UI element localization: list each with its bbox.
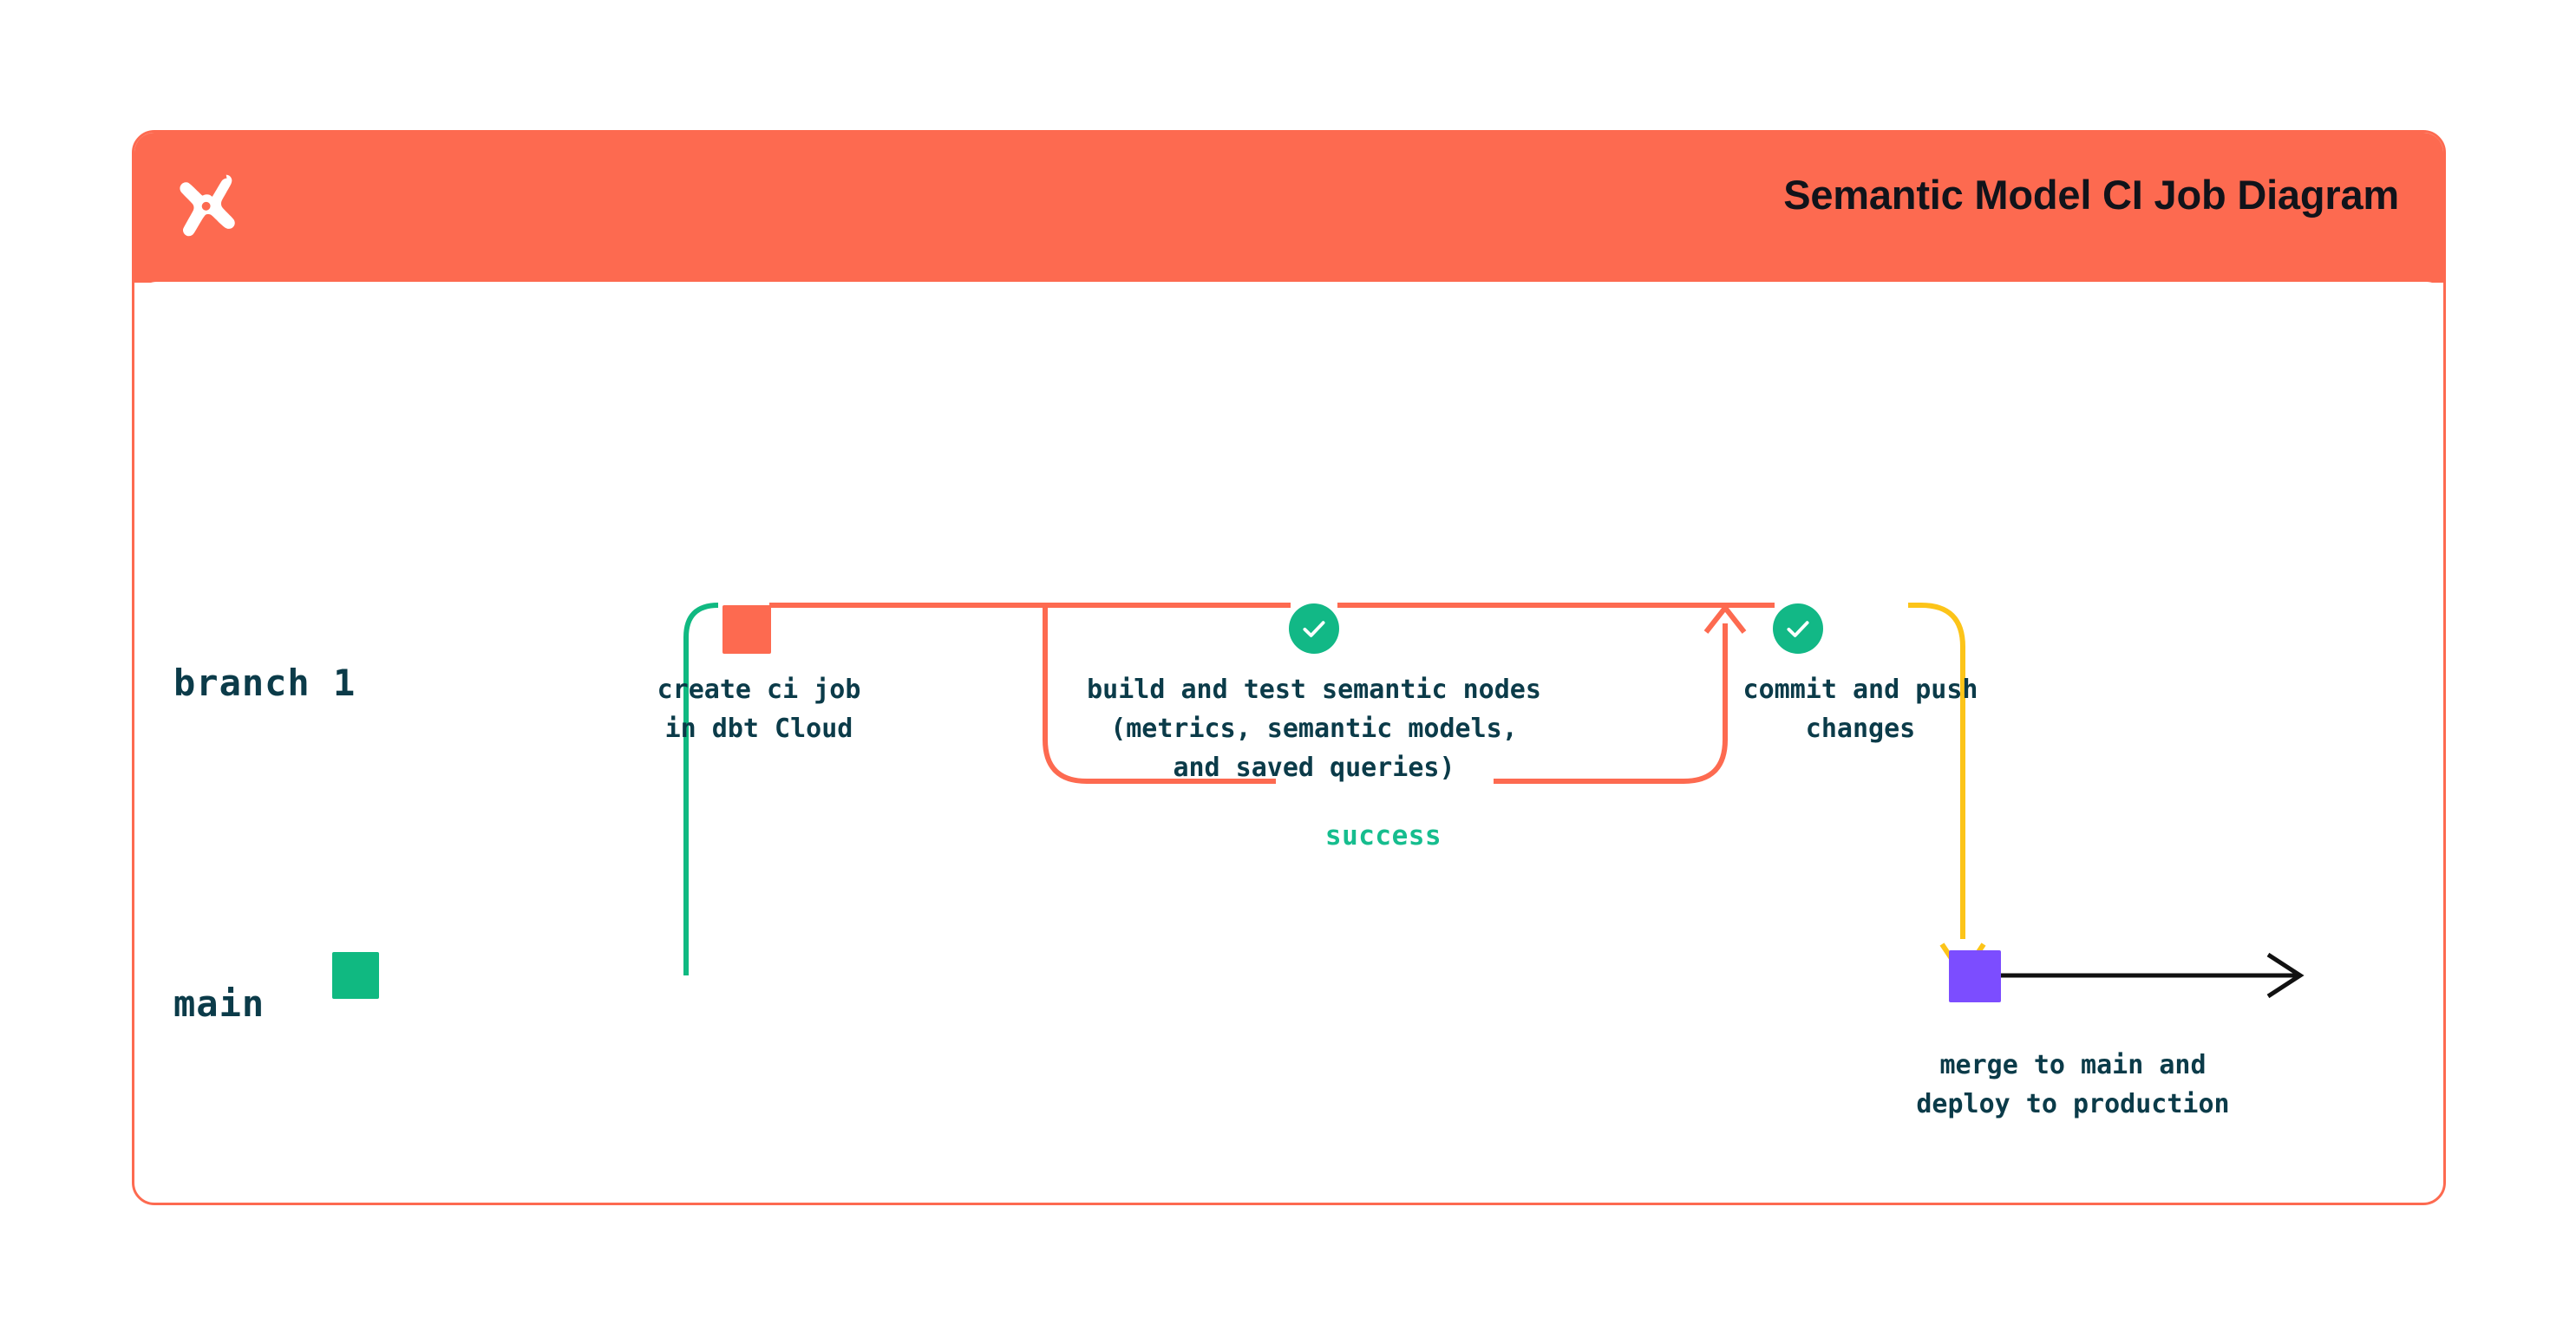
check-circle-icon-commit-and-push: [1773, 603, 1823, 654]
lane-label-branch-1: branch 1: [173, 662, 356, 704]
card-header: Semantic Model CI Job Diagram: [134, 133, 2443, 283]
edge-success-loop-right: [1494, 623, 1728, 784]
dbt-logo-icon: [168, 166, 248, 246]
header-divider: [134, 282, 2443, 316]
edge-success-loop-left: [1043, 608, 1276, 784]
main-arrowhead-icon: [2266, 952, 2305, 999]
node-caption-commit-and-push: commit and push changes: [1742, 675, 1978, 744]
lane-label-main: main: [173, 982, 265, 1025]
edge-branch-out: [683, 603, 719, 975]
edge-success-loop-arrowhead: [1703, 606, 1747, 634]
edge-merge-down: [1908, 603, 1965, 939]
commit-marker-main: [332, 952, 379, 999]
node-caption-merge-to-main: merge to main and deploy to production: [1916, 1050, 2230, 1119]
edge-label-success: success: [1324, 820, 1442, 851]
diagram-canvas: branch 1 main create ci job in dbt Cloud…: [134, 133, 2443, 1203]
diagram-wires: [374, 603, 2305, 999]
commit-marker-merge-to-main: [1949, 950, 2001, 1002]
diagram-card: Semantic Model CI Job Diagram: [132, 130, 2446, 1205]
page-title: Semantic Model CI Job Diagram: [1783, 172, 2399, 218]
node-caption-create-ci-job: create ci job in dbt Cloud: [657, 675, 861, 744]
check-circle-icon-build-and-test: [1289, 603, 1339, 654]
commit-marker-create-ci-job: [722, 605, 771, 654]
node-caption-build-and-test: build and test semantic nodes (metrics, …: [1087, 675, 1541, 783]
